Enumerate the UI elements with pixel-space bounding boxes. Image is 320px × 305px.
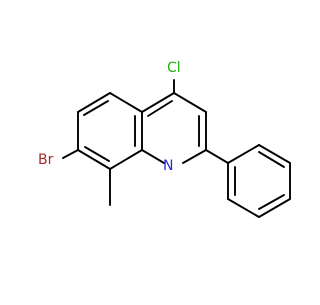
bond-ph-6 <box>227 144 260 164</box>
bond-c4a-c4-inner <box>147 100 173 117</box>
chlorine-label: Cl <box>167 60 181 76</box>
bond-c4a-c5 <box>109 92 143 113</box>
bond-ph-2 <box>227 198 260 218</box>
bond-c4-c3 <box>173 92 207 113</box>
nitrogen-label: N <box>163 158 173 174</box>
structure-drawing: Cl Br N <box>38 60 291 218</box>
bromine-label: Br <box>38 152 54 168</box>
molecule-canvas: Cl Br N <box>38 60 291 218</box>
bond-ph-3 <box>258 198 291 218</box>
bond-ph-5-inner <box>258 151 285 168</box>
bond-c5-c6-inner <box>83 100 109 116</box>
bonds <box>62 79 291 218</box>
bond-ph-3-inner <box>258 194 285 210</box>
bond-c2-phenyl <box>205 149 229 164</box>
bond-c7-c8 <box>77 149 111 170</box>
bond-c7-c8-inner <box>84 146 110 162</box>
bond-c5-c6 <box>77 92 111 113</box>
bond-n1-c8a <box>141 149 165 164</box>
bond-c7-br <box>62 149 79 159</box>
bond-c4a-c4 <box>141 92 175 113</box>
bond-c2-n1 <box>182 149 207 164</box>
bond-c8-c8a <box>109 149 143 170</box>
bond-ph-5 <box>258 144 291 164</box>
